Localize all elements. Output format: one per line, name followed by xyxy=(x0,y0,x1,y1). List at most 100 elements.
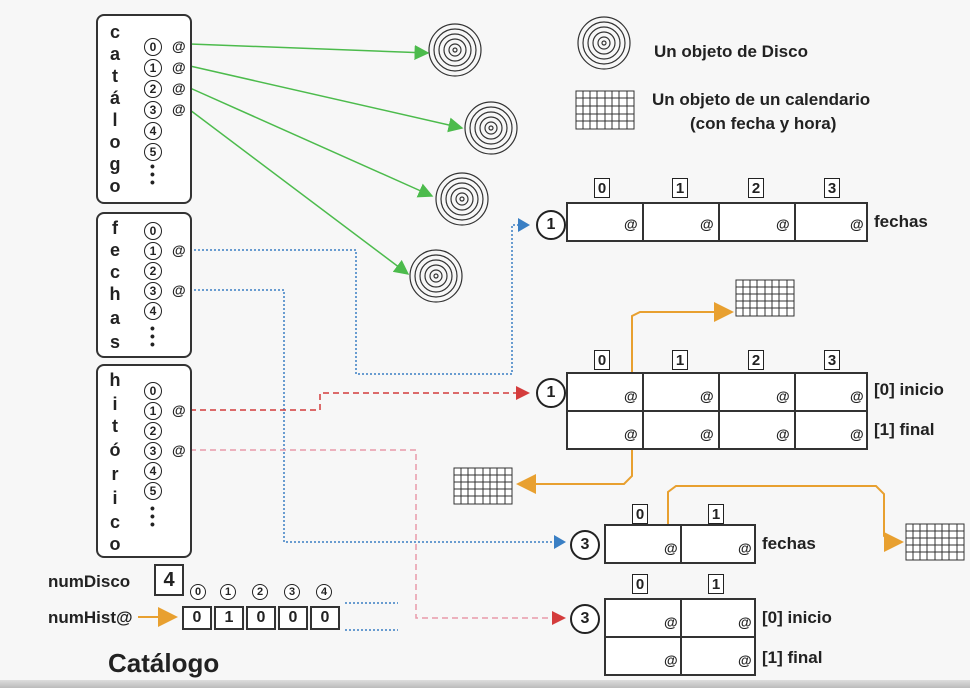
array3-handle: 3 xyxy=(570,530,600,560)
array1-row: @ @ @ @ xyxy=(566,202,868,242)
index-circle: 0 xyxy=(144,38,162,56)
at-symbol: @ xyxy=(624,388,638,404)
panel-letter: c xyxy=(109,262,120,282)
index-circle: 0 xyxy=(144,382,162,400)
array4-row-label-0: [0] inicio xyxy=(762,608,832,627)
array2-handle: 1 xyxy=(536,378,566,408)
panel-letter: f xyxy=(112,218,118,238)
index-circle: 1 xyxy=(144,242,162,260)
orange-arrow-up xyxy=(631,302,734,398)
bottom-bar xyxy=(0,680,970,688)
at-symbol: @ xyxy=(738,540,752,556)
numhist-index: 1 xyxy=(220,584,236,600)
numdisco-value: 4 xyxy=(154,564,184,596)
at-symbol: @ xyxy=(624,426,638,442)
calendar-icon-left xyxy=(453,467,513,505)
panel-letter: r xyxy=(111,464,119,484)
panel-letter: c xyxy=(109,22,120,42)
numhist-index: 3 xyxy=(284,584,300,600)
panel-letter: t xyxy=(112,416,118,436)
panel-letter: g xyxy=(109,154,121,174)
legend-disco-label: Un objeto de Disco xyxy=(654,42,808,61)
index-circle: 1 xyxy=(144,402,162,420)
index-circle: 5 xyxy=(144,482,162,500)
index-circle: 2 xyxy=(144,422,162,440)
green-arrow-1 xyxy=(189,65,464,133)
catalogo-panel: c a t á l o g o 0 1 2 3 4 5 ••• @ @ @ @ xyxy=(96,14,192,204)
blue-dotted-1 xyxy=(190,224,522,375)
array2-grid: @ @ @ @ @ @ @ @ xyxy=(566,372,868,450)
at-symbol: @ xyxy=(776,388,790,404)
at-symbol: @ xyxy=(700,426,714,442)
disk-icon-1 xyxy=(464,101,518,155)
red-dashed-1 xyxy=(190,392,516,411)
panel-letter: o xyxy=(109,534,121,554)
array-header: 3 xyxy=(824,350,840,370)
index-circle: 1 xyxy=(144,59,162,77)
at-symbol: @ xyxy=(172,242,186,258)
at-symbol: @ xyxy=(172,402,186,418)
panel-letter: a xyxy=(109,44,120,64)
panel-letter: h xyxy=(109,370,121,390)
numhist-cell: 0 xyxy=(278,606,308,630)
disk-icon-2 xyxy=(435,172,489,226)
disk-icon-3 xyxy=(409,249,463,303)
legend-calendario-line2: (con fecha y hora) xyxy=(690,114,837,133)
array3-label: fechas xyxy=(762,534,816,553)
array1-handle: 1 xyxy=(536,210,566,240)
calendar-icon-right xyxy=(905,523,965,561)
array4-row-label-1: [1] final xyxy=(762,648,823,667)
at-symbol: @ xyxy=(172,101,186,117)
blue-arrowhead-3 xyxy=(554,535,566,549)
panel-letter: ó xyxy=(109,440,121,460)
array2-row-label-1: [1] final xyxy=(874,420,935,439)
numhist-cell: 0 xyxy=(310,606,340,630)
array-header: 3 xyxy=(824,178,840,198)
panel-letter: h xyxy=(109,284,121,304)
blue-dotted-3 xyxy=(190,289,556,543)
array3-row: @ @ xyxy=(604,524,756,564)
disk-icon-0 xyxy=(428,23,482,77)
historico-panel: h i t ó r i c o 0 1 2 3 4 5 ••• @ @ xyxy=(96,364,192,558)
array2-row-label-0: [0] inicio xyxy=(874,380,944,399)
panel-letter: a xyxy=(109,308,120,328)
fechas-panel: f e c h a s 0 1 2 3 4 ••• @ @ xyxy=(96,212,192,358)
at-symbol: @ xyxy=(664,540,678,556)
array-header: 0 xyxy=(632,504,648,524)
index-circle: 2 xyxy=(144,80,162,98)
index-circle: 4 xyxy=(144,122,162,140)
index-circle: 4 xyxy=(144,462,162,480)
at-symbol: @ xyxy=(776,216,790,232)
numhist-cell: 0 xyxy=(246,606,276,630)
red-arrowhead-1 xyxy=(516,386,530,400)
at-symbol: @ xyxy=(172,38,186,54)
panel-letter: s xyxy=(109,332,120,352)
array-header: 1 xyxy=(708,574,724,594)
panel-letter: á xyxy=(109,88,120,108)
calendar-icon-top xyxy=(735,279,795,317)
blue-arrowhead-1 xyxy=(518,218,530,232)
array-header: 2 xyxy=(748,178,764,198)
index-circle: 0 xyxy=(144,222,162,240)
numhist-cell: 0 xyxy=(182,606,212,630)
numhist-label: numHist@ xyxy=(48,608,133,627)
at-symbol: @ xyxy=(172,59,186,75)
at-symbol: @ xyxy=(700,388,714,404)
at-symbol: @ xyxy=(850,388,864,404)
index-circle: 5 xyxy=(144,143,162,161)
array-header: 1 xyxy=(672,350,688,370)
green-arrow-2 xyxy=(189,87,434,198)
orange-arrow-left xyxy=(516,435,633,494)
panel-letter: i xyxy=(112,488,118,508)
array-header: 1 xyxy=(708,504,724,524)
array4-grid: @ @ @ @ xyxy=(604,598,756,676)
at-symbol: @ xyxy=(850,426,864,442)
array-header: 0 xyxy=(594,178,610,198)
at-symbol: @ xyxy=(738,652,752,668)
panel-letter: c xyxy=(109,512,120,532)
numhist-cell: 1 xyxy=(214,606,244,630)
at-symbol: @ xyxy=(624,216,638,232)
array4-handle: 3 xyxy=(570,604,600,634)
array-header: 1 xyxy=(672,178,688,198)
